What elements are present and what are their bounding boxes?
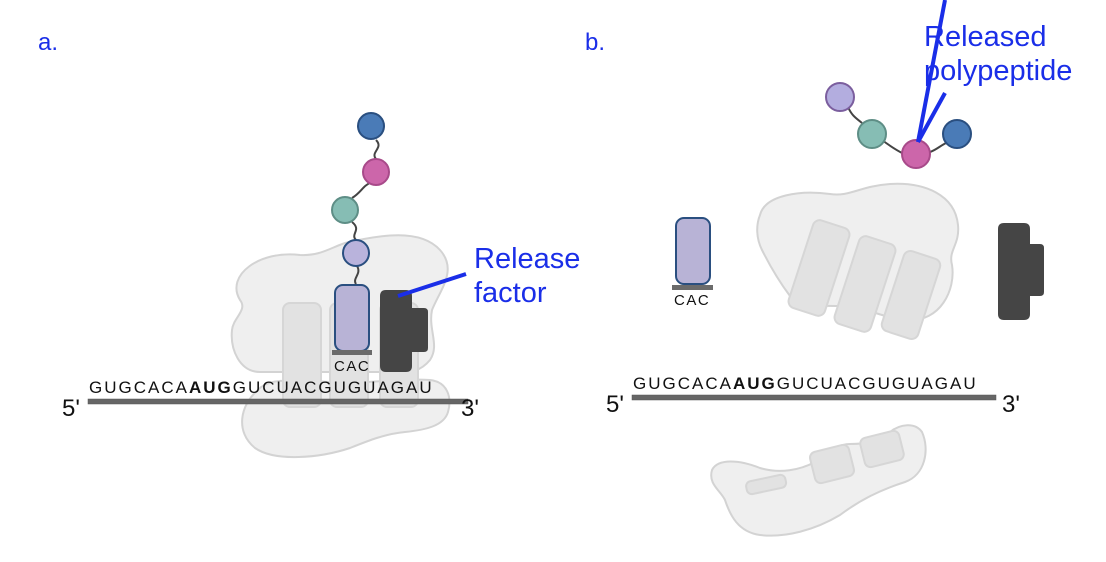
mrna-seq-before: GUGCACA: [633, 374, 733, 393]
mrna-strand: [631, 394, 997, 401]
mrna-5prime-label: 5': [606, 391, 624, 418]
peptide-linker: [373, 139, 380, 160]
mrna-3prime-label: 3': [1002, 391, 1020, 418]
panel-b-label: b.: [585, 29, 605, 56]
trna-anticodon-bar: [672, 285, 713, 290]
site: [833, 235, 897, 333]
peptide-linker: [354, 265, 360, 285]
peptide-linker: [929, 142, 947, 153]
amino-acid: [942, 119, 972, 149]
amino-acid: [901, 139, 931, 169]
panel-a-label: a.: [38, 29, 58, 56]
site: [808, 443, 856, 485]
mrna-sequence: GUGCACAAUGGUCUACGUGUAGAU: [89, 378, 434, 397]
polypeptide-pointer: [916, 0, 947, 143]
released-polypeptide-label-line2: polypeptide: [924, 55, 1072, 87]
mrna-start-codon: AUG: [189, 378, 233, 397]
release-factor: [380, 290, 428, 372]
panel-b: b. Released polypeptide CAC 5' 3' GUGCAC…: [585, 0, 1072, 537]
trna-anticodon: CAC: [674, 292, 710, 309]
peptide-linker: [881, 139, 905, 155]
mrna-seq-after: GUCUACGUGUAGAU: [233, 378, 434, 397]
release-factor-label-line1: Release: [474, 243, 580, 275]
amino-acid: [362, 158, 390, 186]
panel-a: a. 5' 3' GUGCACAAUGGUCUACGUGUAGAU CAC Re…: [38, 29, 580, 459]
e-site: [282, 302, 322, 408]
release-factor-detached: [998, 223, 1044, 320]
mrna-seq-before: GUGCACA: [89, 378, 189, 397]
mrna-5prime-label: 5': [62, 395, 80, 422]
release-factor-pointer: [397, 272, 467, 298]
site: [787, 219, 851, 317]
trna-anticodon: CAC: [334, 358, 370, 375]
trna-anticodon-bar: [332, 350, 372, 355]
mrna-strand: [87, 398, 469, 405]
site: [745, 473, 788, 496]
release-factor-label-line2: factor: [474, 277, 547, 309]
amino-acid: [825, 82, 855, 112]
trna-body: [675, 217, 711, 285]
peptide-linker: [351, 181, 373, 199]
polypeptide-pointer-line: [916, 92, 947, 143]
site: [859, 429, 905, 469]
amino-acid: [342, 239, 370, 267]
site: [880, 250, 942, 340]
trna-body: [334, 284, 370, 352]
amino-acid: [331, 196, 359, 224]
released-polypeptide-label-line1: Released: [924, 21, 1047, 53]
mrna-sequence: GUGCACAAUGGUCUACGUGUAGAU: [633, 374, 978, 393]
mrna-seq-after: GUCUACGUGUAGAU: [777, 374, 978, 393]
amino-acid: [857, 119, 887, 149]
peptide-linker: [351, 221, 358, 241]
amino-acid: [357, 112, 385, 140]
peptide-linker: [847, 106, 863, 124]
mrna-3prime-label: 3': [461, 395, 479, 422]
mrna-start-codon: AUG: [733, 374, 777, 393]
